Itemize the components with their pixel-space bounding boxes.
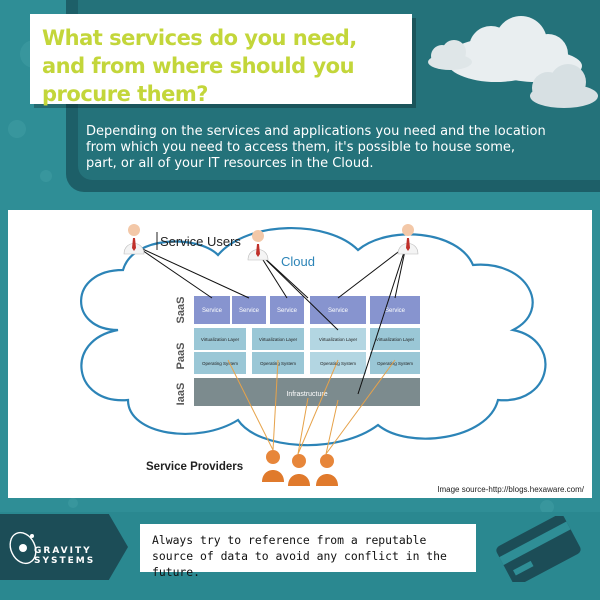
infrastructure-label: Infrastructure	[286, 391, 327, 398]
os-label: Operating System	[320, 361, 356, 366]
service-box	[194, 296, 230, 324]
user-connections	[135, 245, 407, 395]
logo-line-1: GRAVITY	[34, 546, 92, 556]
layer-label-iaas: IaaS	[175, 383, 187, 406]
service-box-label: Service	[277, 308, 298, 314]
service-box-label: Service	[239, 308, 260, 314]
service-box-label: Service	[328, 308, 349, 314]
orbit-icon	[9, 531, 37, 565]
service-box	[310, 296, 366, 324]
virtualization-box	[310, 328, 366, 350]
cloud-icon	[530, 64, 598, 108]
title-box: What services do you need, and from wher…	[30, 14, 412, 106]
virtualization-box	[252, 328, 304, 350]
background-dot	[40, 170, 52, 182]
page-title: What services do you need, and from wher…	[42, 26, 357, 106]
user-icon	[397, 224, 419, 255]
cloud-icon	[446, 16, 582, 82]
logo-line-2: SYSTEMS	[34, 556, 96, 566]
background-dot	[540, 500, 554, 514]
virtualization-box	[194, 328, 246, 350]
service-users-label: Service Users	[160, 234, 241, 249]
user-icon	[247, 230, 269, 261]
provider-icon	[288, 454, 310, 486]
logo-text: GRAVITY SYSTEMS	[34, 546, 95, 566]
virtualization-box	[370, 328, 420, 350]
saas-row: Service Service Service Service Service	[194, 296, 420, 324]
os-box	[194, 352, 246, 374]
layer-label-paas: PaaS	[175, 343, 187, 370]
cloud-label: Cloud	[281, 254, 315, 269]
service-box-label: Service	[202, 308, 223, 314]
provider-connections	[227, 359, 396, 455]
os-label: Operating System	[202, 361, 238, 366]
service-providers-label: Service Providers	[146, 461, 243, 473]
tip-text: Always try to reference from a reputable…	[152, 533, 447, 579]
service-box	[370, 296, 420, 324]
tip-box: Always try to reference from a reputable…	[140, 524, 476, 579]
provider-icon	[262, 450, 284, 482]
virtualization-label: Virtualization Layer	[376, 337, 415, 342]
diagram-svg: Cloud Service Users SaaS PaaS IaaS Servi…	[80, 224, 547, 486]
intro-paragraph: Depending on the services and applicatio…	[86, 124, 546, 171]
os-box	[310, 352, 366, 374]
service-box-label: Service	[385, 308, 406, 314]
virtualization-label: Virtualization Layer	[201, 337, 240, 342]
image-source-caption: Image source-http://blogs.hexaware.com/	[437, 485, 584, 494]
virtualization-label: Virtualization Layer	[259, 337, 298, 342]
cloud-icon	[428, 40, 472, 70]
background-dot	[8, 120, 26, 138]
provider-icon	[316, 454, 338, 486]
virtualization-label: Virtualization Layer	[319, 337, 358, 342]
os-label: Operating System	[377, 361, 413, 366]
company-logo: GRAVITY SYSTEMS	[0, 514, 128, 580]
user-icon	[123, 224, 145, 255]
layer-label-saas: SaaS	[175, 297, 187, 324]
credit-card-icon	[496, 516, 581, 582]
service-box	[232, 296, 266, 324]
os-box	[370, 352, 420, 374]
background-dot	[68, 498, 78, 508]
service-box	[270, 296, 304, 324]
cloud-services-diagram: Cloud Service Users SaaS PaaS IaaS Servi…	[8, 210, 592, 498]
